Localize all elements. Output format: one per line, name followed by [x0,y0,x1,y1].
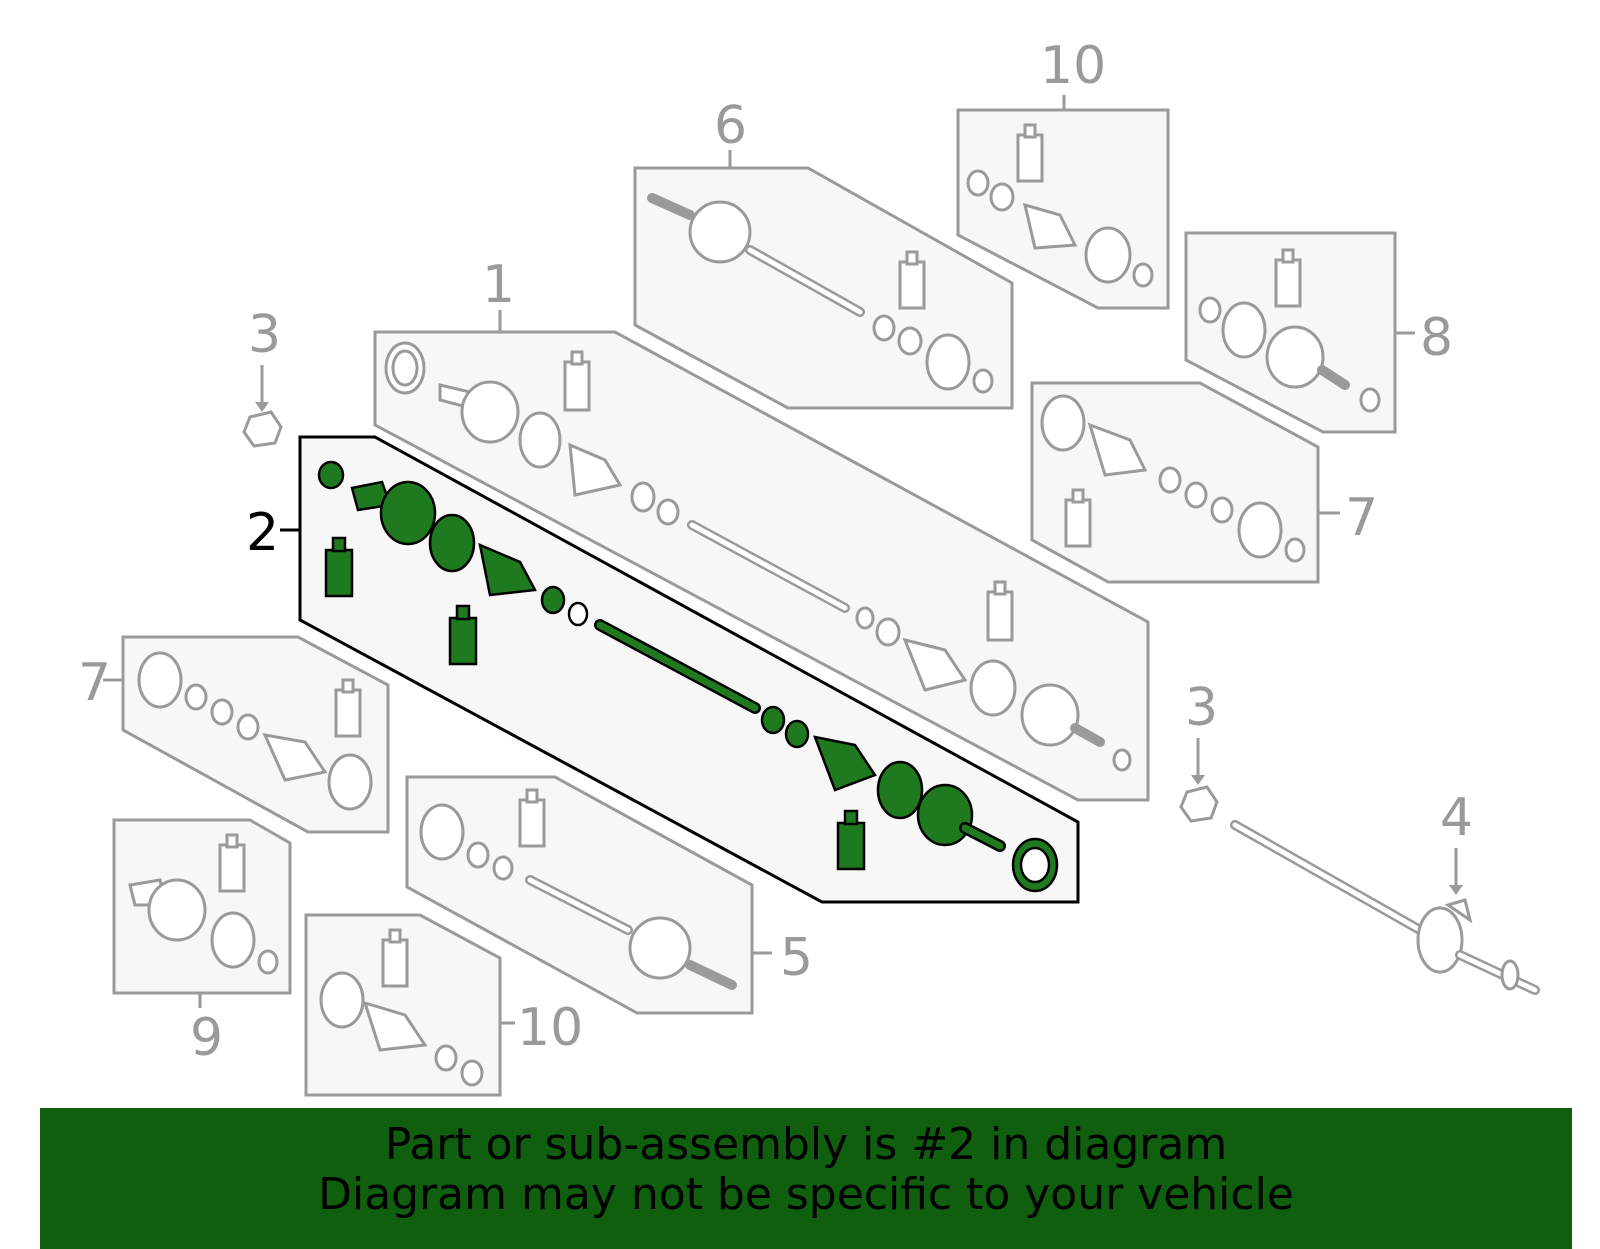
panel-part-5[interactable]: 5 [405,775,813,1015]
panel-part-10-bottom[interactable]: 10 [304,913,583,1097]
panel-part-6[interactable]: 6 [633,96,1014,410]
callout-10-bottom: 10 [517,998,583,1058]
banner-line-2: Diagram may not be specific to your vehi… [318,1169,1294,1220]
nut-part-3-right[interactable]: 3 [1179,678,1219,823]
callout-4: 4 [1440,788,1473,848]
panel-part-7-right[interactable]: 7 [1030,381,1378,584]
callout-6: 6 [714,96,747,156]
panel-part-8[interactable]: 8 [1184,231,1453,434]
shaft-part-4[interactable]: 4 [1230,788,1540,995]
callout-7-right: 7 [1345,488,1378,548]
callout-3-left: 3 [248,305,281,365]
callout-5: 5 [780,928,813,988]
panel-part-7-left[interactable]: 7 [78,635,390,834]
panel-part-2-highlighted[interactable]: 2 [246,435,1080,904]
callout-10-top: 10 [1040,36,1106,96]
callout-3-right: 3 [1185,678,1218,738]
callout-2: 2 [246,503,279,563]
callout-1: 1 [482,255,515,315]
panel-part-9[interactable]: 9 [112,818,292,1068]
panel-part-1[interactable]: 1 [373,255,1150,802]
nut-part-3-left[interactable]: 3 [242,305,283,448]
info-banner: Part or sub-assembly is #2 in diagram Di… [40,1108,1572,1249]
callout-9: 9 [190,1008,223,1068]
callout-8: 8 [1420,308,1453,368]
panel-part-10-top[interactable]: 10 [956,36,1170,310]
banner-line-1: Part or sub-assembly is #2 in diagram [384,1119,1228,1170]
callout-7-left: 7 [78,653,111,713]
